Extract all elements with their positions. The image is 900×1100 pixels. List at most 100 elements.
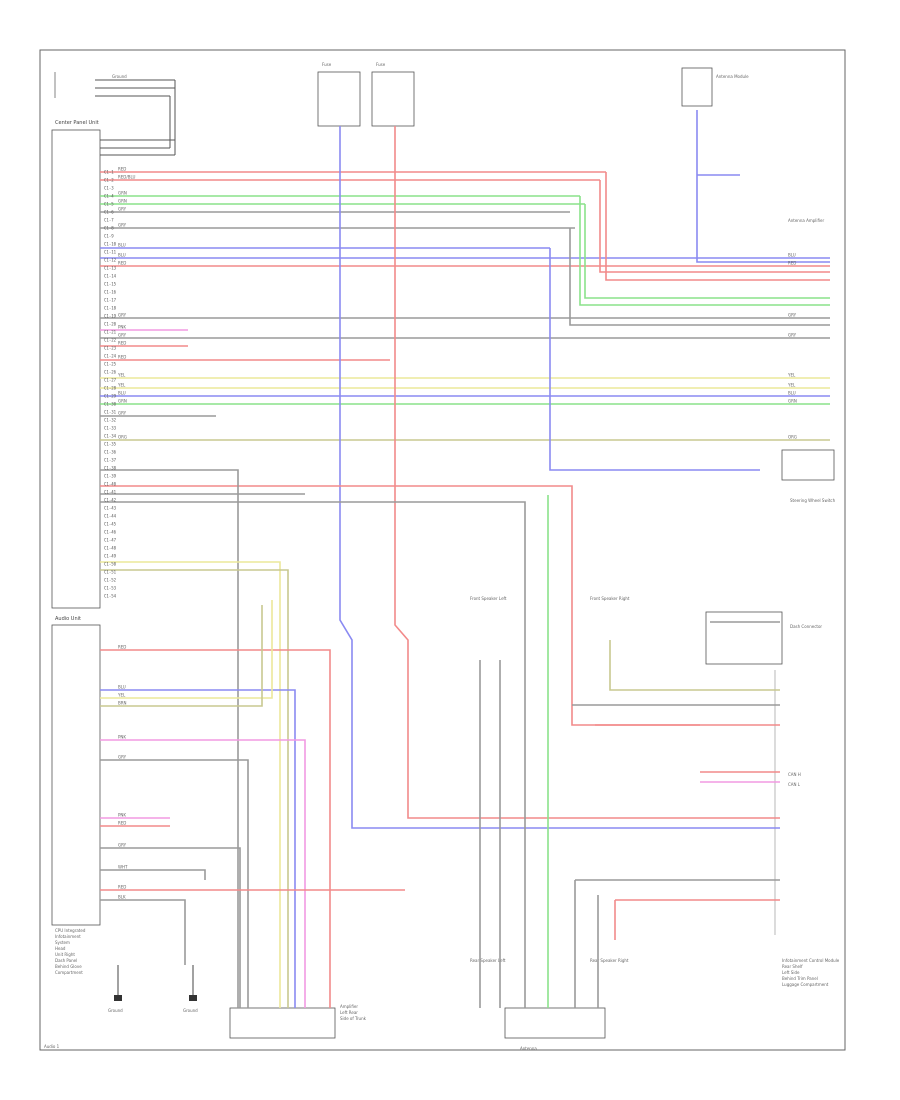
footer-left-label: Audio 1	[44, 1044, 60, 1049]
wire-end-label-9: GRY	[788, 313, 797, 318]
audio-wire-label-7: RED	[118, 821, 126, 826]
wire-end-label-14: YEL	[787, 373, 796, 378]
pin-number-26: C1-27	[104, 378, 117, 383]
pin-number-44: C1-45	[104, 522, 117, 527]
antenna-block-box	[504, 1007, 606, 1039]
pin-number-5: C1-6	[104, 210, 114, 215]
pin-number-13: C1-14	[104, 274, 117, 279]
wire-end-label-8: RED	[788, 261, 796, 266]
audio-unit-box	[51, 624, 101, 926]
wire-route-red-right	[605, 172, 830, 281]
wire-dash-olive	[609, 640, 780, 691]
pin-number-43: C1-44	[104, 514, 117, 519]
amplifier-sub-1: Left Rear	[340, 1010, 358, 1015]
wire-color-label-12: RED	[118, 341, 126, 346]
svg-text:Behind Glove: Behind Glove	[55, 964, 82, 969]
wire-color-label-19: ORG	[118, 435, 127, 440]
pin-number-21: C1-22	[104, 338, 117, 343]
wire-color-label-2: GRN	[118, 191, 127, 196]
pin-number-11: C1-12	[104, 258, 117, 263]
pin-number-36: C1-37	[104, 458, 117, 463]
audio-wire-3	[100, 605, 263, 707]
pin-number-16: C1-17	[104, 298, 117, 303]
pin-number-8: C1-9	[104, 234, 114, 239]
pin-number-7: C1-8	[104, 226, 114, 231]
diagram-frame	[39, 49, 846, 1051]
pin-number-12: C1-13	[104, 266, 117, 271]
svg-text:Rear Shelf: Rear Shelf	[782, 964, 803, 969]
svg-text:Ground: Ground	[108, 1008, 123, 1013]
pin-number-45: C1-46	[104, 530, 117, 535]
front-speaker-right-label: Front Speaker Right	[590, 596, 630, 601]
svg-text:Unit Right: Unit Right	[55, 952, 75, 957]
center-panel-unit-box	[51, 129, 101, 609]
wire-color-label-14: YEL	[117, 373, 126, 378]
wire-fuse-blue	[339, 126, 780, 829]
ground-symbol-2: Ground	[183, 965, 198, 1013]
wire-end-label-11: GRY	[788, 333, 797, 338]
svg-text:Ground: Ground	[183, 1008, 198, 1013]
audio-wire-label-5: GRY	[118, 755, 127, 760]
svg-text:Behind Trim Panel: Behind Trim Panel	[782, 976, 818, 981]
wire-route-antenna-module	[696, 110, 830, 263]
pin-number-1: C1-2	[104, 178, 114, 183]
pin-number-51: C1-52	[104, 578, 117, 583]
dash-connector-box	[705, 611, 783, 665]
svg-text:Compartment: Compartment	[55, 970, 83, 975]
pin-number-25: C1-26	[104, 370, 117, 375]
wire-yellow-down	[100, 561, 281, 1008]
pin-number-4: C1-5	[104, 202, 114, 207]
pin-number-17: C1-18	[104, 306, 117, 311]
can-high-label: CAN H	[788, 772, 801, 777]
wire-color-label-8: RED	[118, 261, 126, 266]
wire-end-label-15: YEL	[787, 383, 796, 388]
pin-number-33: C1-34	[104, 434, 117, 439]
fuse-top-left-label: Fuse	[322, 62, 332, 67]
wire-route-grn-right	[579, 196, 830, 306]
pin-number-27: C1-28	[104, 386, 117, 391]
pin-number-14: C1-15	[104, 282, 117, 287]
right-box-sub: Rear Shelf Left Side Behind Trim Panel L…	[782, 964, 829, 987]
audio-wire-label-10: RED	[118, 885, 126, 890]
center-panel-unit-label: Center Panel Unit	[55, 120, 99, 126]
wire-color-label-5: GRY	[118, 223, 127, 228]
audio-wire-9	[100, 869, 206, 880]
audio-wire-label-6: PNK	[118, 813, 126, 818]
wire-color-label-10: PNK	[118, 325, 126, 330]
pin-number-35: C1-36	[104, 450, 117, 455]
audio-wire-label-3: BRN	[118, 701, 127, 706]
front-speaker-left-label: Front Speaker Left	[470, 596, 507, 601]
svg-text:System: System	[55, 940, 70, 945]
audio-unit-label: Audio Unit	[55, 616, 81, 622]
audio-wire-11	[100, 899, 186, 965]
pin-number-3: C1-4	[104, 194, 114, 199]
steering-switch-box	[781, 449, 835, 481]
pin-number-6: C1-7	[104, 218, 114, 223]
wire-olive-down	[100, 569, 289, 1008]
rear-speaker-right-label: Rear Speaker Right	[590, 958, 629, 963]
pin-number-22: C1-23	[104, 346, 117, 351]
wire-color-label-3: GRN	[118, 199, 127, 204]
steering-switch-label: Steering Wheel Switch	[790, 498, 836, 503]
wire-route-blu-steering	[549, 248, 760, 471]
pin-number-40: C1-41	[104, 490, 117, 495]
rear-speaker-left-label: Rear Speaker Left	[470, 958, 506, 963]
pin-number-23: C1-24	[104, 354, 117, 359]
svg-text:CPU Integrated: CPU Integrated	[55, 928, 86, 933]
dash-connector-label: Dash Connector	[790, 624, 822, 629]
pin-number-30: C1-31	[104, 410, 117, 415]
audio-wire-label-2: YEL	[117, 693, 126, 698]
ground-symbol-1: Ground	[108, 965, 123, 1013]
pin-number-19: C1-20	[104, 322, 117, 327]
wire-group	[100, 110, 830, 1008]
pin-number-0: C1-1	[104, 170, 114, 175]
audio-wire-2	[100, 600, 273, 699]
pin-number-37: C1-38	[104, 466, 117, 471]
wire-color-label-1: RED/BLU	[118, 175, 136, 180]
svg-text:Head: Head	[55, 946, 66, 951]
antenna-amplifier-label: Antenna Amplifier	[788, 218, 824, 223]
pin-number-38: C1-39	[104, 474, 117, 479]
pin-number-15: C1-16	[104, 290, 117, 295]
svg-text:Luggage Compartment: Luggage Compartment	[782, 982, 829, 987]
pin-number-9: C1-10	[104, 242, 117, 247]
